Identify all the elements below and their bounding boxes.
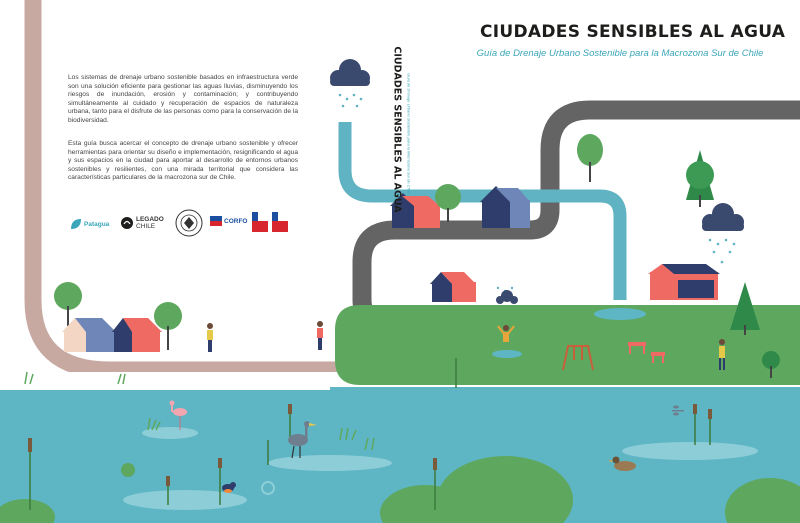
cover-subtitle: Guía de Drenaje Urbano Sostenible para l…: [476, 48, 764, 59]
cloud-icon: [702, 203, 744, 231]
tree-icon: [435, 184, 461, 222]
logo-gobierno-1: [252, 212, 268, 232]
person-icon: [207, 323, 213, 352]
house-icon: [62, 318, 162, 352]
kingfisher-icon: [222, 482, 236, 493]
bush: [725, 478, 800, 523]
duck-icon: [608, 456, 636, 471]
flamingo-icon: [169, 400, 187, 430]
gov-flag-icon: [272, 212, 288, 232]
house-icon: [480, 186, 530, 228]
bush: [437, 456, 573, 523]
house-icon: [390, 193, 440, 228]
logo-university-seal: [174, 206, 204, 240]
logo-patagua: Patagua: [70, 218, 109, 230]
person-icon: [497, 325, 515, 342]
dragonfly-icon: [672, 405, 684, 416]
bubble: [261, 481, 275, 495]
gov-flag-icon: [252, 212, 268, 232]
logo-corfo: CORFO: [210, 216, 247, 226]
partner-logos: Patagua LEGADO CHILE CORFO: [70, 206, 300, 242]
cloud-icon: [496, 290, 518, 304]
legado-icon: [121, 217, 133, 229]
person-icon: [317, 321, 323, 350]
rain-icon: [338, 93, 363, 108]
logo-legado-text-1: LEGADO: [136, 216, 164, 223]
house-icon: [430, 272, 476, 302]
tree-icon: [154, 302, 182, 350]
leaf-icon: [71, 219, 81, 229]
water-island: [142, 427, 198, 439]
logo-legado-chile: LEGADO CHILE: [120, 216, 164, 230]
cover-title: CIUDADES SENSIBLES AL AGUA: [480, 22, 786, 42]
back-cover-paragraph-2: Esta guía busca acercar el concepto de d…: [68, 140, 298, 182]
reeds: [24, 361, 529, 511]
tree-icon: [54, 282, 82, 326]
bush: [0, 499, 55, 523]
house-icon: [648, 264, 720, 300]
logo-legado-text-2: CHILE: [136, 223, 156, 230]
back-cover-paragraph-1: Los sistemas de drenaje urbano sostenibl…: [68, 74, 298, 124]
water-island: [268, 455, 392, 471]
logo-patagua-text: Patagua: [84, 220, 110, 228]
logo-corfo-text: CORFO: [224, 217, 248, 225]
water-island: [123, 490, 247, 510]
swing-icon: [562, 345, 594, 371]
person-icon: [719, 339, 725, 370]
cloud-icon: [330, 59, 370, 86]
tree-icon: [577, 134, 603, 182]
back-path: [24, 0, 340, 379]
spine-title: CIUDADES SENSIBLES AL AGUA: [391, 46, 403, 213]
bench-icon: [628, 342, 665, 363]
pond-small: [492, 350, 522, 358]
spine: CIUDADES SENSIBLES AL AGUA Guía de Drena…: [372, 36, 422, 236]
cattail-icon: [28, 358, 712, 510]
lily-pad: [121, 463, 135, 477]
heron-icon: [288, 421, 317, 459]
seal-icon: [175, 209, 203, 237]
tree-icon: [730, 282, 760, 335]
water-island: [622, 442, 758, 460]
tree-icon: [762, 351, 780, 378]
tree-icon: [686, 150, 714, 207]
back-grass: [0, 376, 330, 390]
corfo-flag-icon: [210, 216, 222, 226]
spine-subtitle: Guía de Drenaje Urbano Sostenible para l…: [406, 73, 412, 194]
bush: [380, 485, 470, 523]
rain-icon: [708, 238, 736, 264]
pond-right: [594, 308, 646, 320]
logo-gobierno-2: [272, 212, 288, 232]
